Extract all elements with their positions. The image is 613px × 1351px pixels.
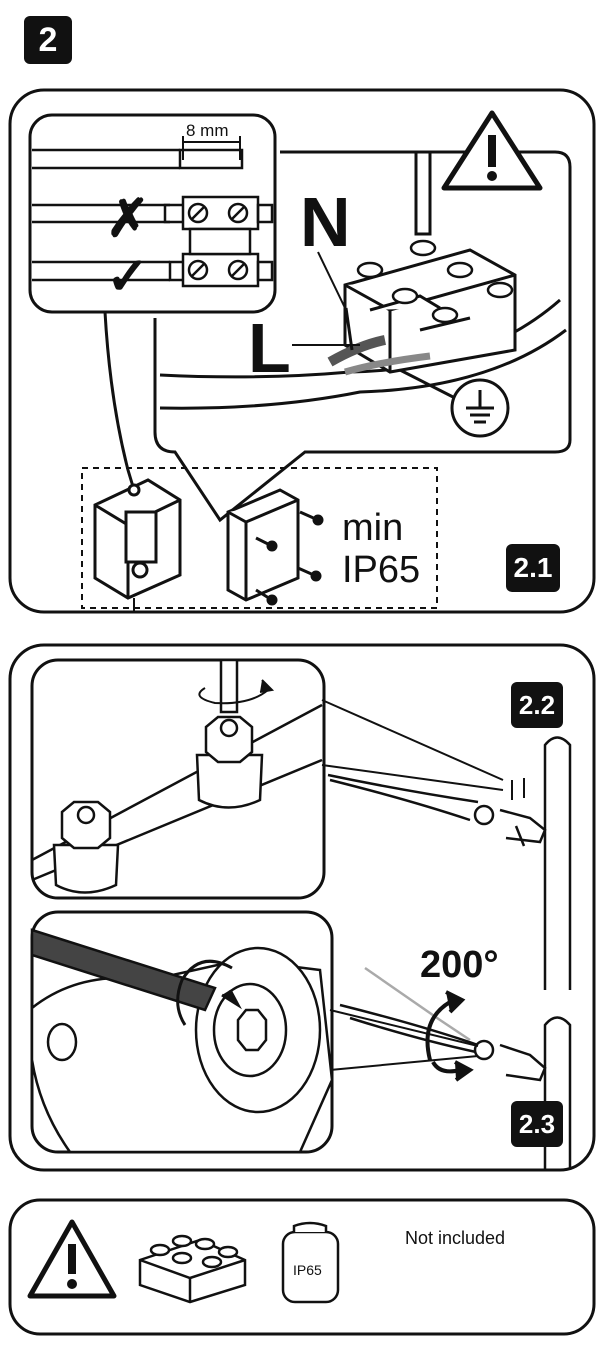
wire-neutral (344, 307, 354, 351)
bolts-top (511, 778, 525, 800)
panel-wiring: N L 8 mm (8, 88, 596, 614)
rating-line-2: IP65 (342, 549, 420, 591)
wire-row-correct (32, 227, 274, 288)
neutral-label: N (300, 183, 351, 261)
warning-icon (27, 1219, 117, 1299)
terminal-block-icon (138, 1234, 247, 1304)
junction-box-label: IP65 (293, 1262, 322, 1278)
connector-screws (187, 202, 249, 281)
strip-cable-top (32, 148, 244, 170)
panel-mounting: 200° (8, 643, 596, 1172)
screwdriver (414, 150, 432, 236)
junction-box-icon (281, 1221, 340, 1304)
cable-to-box (103, 311, 136, 491)
panel-mounting-frame (8, 643, 596, 1172)
hex-key (30, 928, 217, 1012)
correct-mark: ✓ (106, 248, 150, 306)
terminal-screws (356, 239, 514, 324)
wire-live (327, 335, 387, 367)
wire-earth (344, 352, 431, 376)
step-2-1-badge: 2.1 (506, 544, 560, 592)
bolt-right (195, 715, 264, 809)
luminaire-bottom (339, 966, 547, 1082)
wrench-bit (219, 658, 239, 714)
step-badge: 2 (24, 16, 72, 64)
panel-not-included-frame (8, 1198, 596, 1336)
terminal-block (343, 248, 517, 374)
ground-icon (399, 368, 510, 438)
strip-length-label: 8 mm (186, 121, 229, 140)
junction-box-lid (226, 488, 300, 602)
panel-wiring-frame (8, 88, 596, 614)
rating-line-1: min (342, 507, 403, 549)
pivot-housing (30, 946, 334, 1154)
step-2-3-badge: 2.3 (511, 1101, 563, 1147)
lid-screws (255, 510, 324, 606)
live-label: L (248, 309, 291, 387)
rotation-angle: 200° (420, 944, 499, 986)
wrong-mark: ✗ (106, 190, 150, 248)
detail-bubble (153, 150, 572, 523)
strip-length-dimension (182, 136, 241, 160)
mounting-pole (543, 736, 572, 1170)
junction-box-open (93, 478, 182, 600)
hex-key-rotation (176, 959, 242, 1026)
warning-icon (441, 110, 543, 191)
rotation-arrows (425, 990, 474, 1082)
rotation-arrow-small (198, 679, 275, 705)
step-2-2-badge: 2.2 (511, 682, 563, 728)
luminaire-top (327, 773, 547, 847)
not-included-note: Not included (405, 1228, 505, 1248)
installation-area (81, 467, 438, 609)
bolt-left (52, 800, 120, 894)
panel-not-included: IP65 Not included (8, 1198, 596, 1336)
